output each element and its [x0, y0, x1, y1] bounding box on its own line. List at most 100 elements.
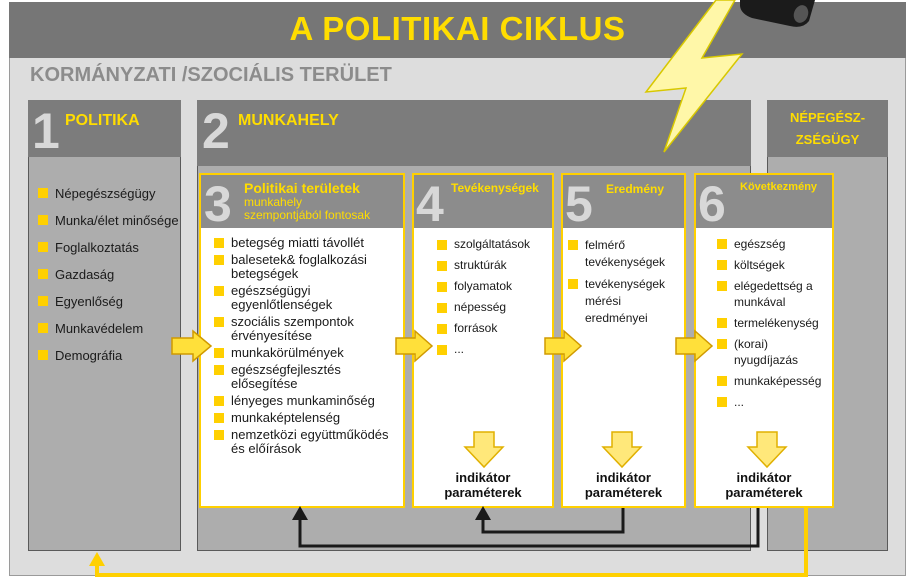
tevekenysegek-item: források — [437, 321, 551, 336]
tevekenysegek-item: szolgáltatások — [437, 237, 551, 252]
bullet-icon — [214, 348, 224, 358]
bullet-icon — [38, 188, 48, 198]
eredmeny-list: felmérő tevékenységek tevékenységek méré… — [568, 237, 684, 327]
bullet-icon — [717, 318, 727, 328]
box-tevekenysegek-header — [414, 175, 552, 228]
kovetkezmeny-indicator: indikátor paraméterek — [725, 470, 803, 500]
bullet-icon — [437, 303, 447, 313]
box-eredmeny-number: 5 — [565, 176, 593, 232]
tevekenysegek-list: szolgáltatások struktúrák folyamatok nép… — [437, 237, 551, 357]
politikai-item: egészségügyi egyenlőtlenségek — [214, 284, 402, 312]
box-politikai-subtitle: munkahely szempontjából fontosak — [244, 195, 371, 222]
kovetkezmeny-item: költségek — [717, 257, 832, 273]
box-eredmeny-header — [563, 175, 684, 228]
politika-item: Egyenlőség — [38, 293, 180, 310]
bullet-icon — [214, 286, 224, 296]
panel-munkahely-header — [197, 100, 751, 166]
politikai-item: egészségfejlesztés elősegítése — [214, 363, 402, 391]
box-politikai-number: 3 — [204, 176, 232, 232]
bullet-icon — [214, 238, 224, 248]
politikai-item: szociális szempontok érvényesítése — [214, 315, 402, 343]
bullet-icon — [214, 396, 224, 406]
panel-munkahely-label: MUNKAHELY — [238, 112, 339, 129]
bullet-icon — [38, 323, 48, 333]
bullet-icon — [568, 279, 578, 289]
arrow-right-icon — [171, 329, 213, 363]
diagram-title: A POLITIKAI CIKLUS — [289, 10, 626, 47]
kovetkezmeny-item: ... — [717, 394, 832, 410]
feedback-arrow-icon — [95, 508, 808, 577]
bullet-icon — [717, 397, 727, 407]
box-tevekenysegek-number: 4 — [416, 176, 444, 232]
box-politikai-header — [201, 175, 403, 228]
politika-item: Gazdaság — [38, 266, 180, 283]
tevekenysegek-item: népesség — [437, 300, 551, 315]
panel-nepegeszseg-label: NÉPEGÉSZ- ZSÉGÜGY — [789, 110, 866, 147]
bullet-icon — [568, 240, 578, 250]
politika-item: Munkavédelem — [38, 320, 180, 337]
politikai-item: munkakörülmények — [214, 346, 402, 360]
bullet-icon — [717, 260, 727, 270]
feedback-arrowhead-icon — [292, 506, 308, 520]
politikai-item: munkaképtelenség — [214, 411, 402, 425]
politika-list: Népegészségügy Munka/élet minősége Fogla… — [38, 185, 180, 364]
eredmeny-indicator: indikátor paraméterek — [584, 470, 663, 500]
box-kovetkezmeny-header — [696, 175, 832, 228]
arrow-down-icon — [746, 431, 788, 469]
politika-item: Népegészségügy — [38, 185, 180, 202]
tevekenysegek-item: folyamatok — [437, 279, 551, 294]
arrow-down-icon — [463, 431, 505, 469]
light-beam-icon — [644, 0, 744, 153]
box-kovetkezmeny-title: Következmény — [740, 181, 818, 193]
bullet-icon — [214, 317, 224, 327]
panel-politika-number: 1 — [32, 103, 60, 159]
politikai-item: balesetek& foglalkozási betegségek — [214, 253, 402, 281]
kovetkezmeny-item: munkaképesség — [717, 373, 832, 389]
politikai-item: betegség miatti távollét — [214, 236, 402, 250]
panel-politika-label: POLITIKA — [65, 112, 140, 129]
bullet-icon — [437, 261, 447, 271]
politika-item: Foglalkoztatás — [38, 239, 180, 256]
bullet-icon — [38, 242, 48, 252]
bullet-icon — [717, 339, 727, 349]
bullet-icon — [717, 239, 727, 249]
arrow-right-icon — [675, 329, 714, 363]
politika-item: Demográfia — [38, 347, 180, 364]
bullet-icon — [214, 365, 224, 375]
panel-munkahely-number: 2 — [202, 103, 230, 159]
panel-politika — [28, 100, 181, 551]
politika-item: Munka/élet minősége — [38, 212, 180, 229]
bullet-icon — [38, 215, 48, 225]
bullet-icon — [437, 345, 447, 355]
bullet-icon — [214, 430, 224, 440]
panel-nepegeszseg-header — [767, 100, 888, 157]
flashlight-icon — [740, 0, 815, 27]
bullet-icon — [38, 350, 48, 360]
tevekenysegek-indicator: indikátor paraméterek — [444, 470, 522, 500]
bullet-icon — [717, 376, 727, 386]
kovetkezmeny-item: elégedettség a munkával — [717, 278, 832, 310]
box-kovetkezmeny-number: 6 — [698, 176, 726, 232]
box-politikai-title: Politikai területek — [244, 180, 360, 196]
feedback-arrowhead-icon — [89, 552, 105, 566]
politikai-item: lényeges munkaminőség — [214, 394, 402, 408]
tevekenysegek-item: ... — [437, 342, 551, 357]
tevekenysegek-item: struktúrák — [437, 258, 551, 273]
kovetkezmeny-item: termelékenység — [717, 315, 832, 331]
politikai-item: nemzetközi együttműködés és előírások — [214, 428, 402, 456]
bullet-icon — [214, 255, 224, 265]
arrow-right-icon — [395, 329, 434, 363]
arrow-right-icon — [544, 329, 583, 363]
politikai-list: betegség miatti távollét balesetek& fogl… — [214, 236, 402, 456]
feedback-arrow-icon — [298, 508, 760, 548]
box-tevekenysegek-title: Tevékenységek — [451, 181, 539, 195]
feedback-arrowhead-icon — [475, 506, 491, 520]
kovetkezmeny-item: egészség — [717, 236, 832, 252]
panel-politika-header — [28, 100, 181, 157]
diagram-subtitle: KORMÁNYZATI /SZOCIÁLIS TERÜLET — [30, 64, 392, 86]
box-eredmeny-title: Eredmény — [606, 182, 665, 196]
bullet-icon — [437, 240, 447, 250]
bullet-icon — [38, 269, 48, 279]
bullet-icon — [437, 282, 447, 292]
